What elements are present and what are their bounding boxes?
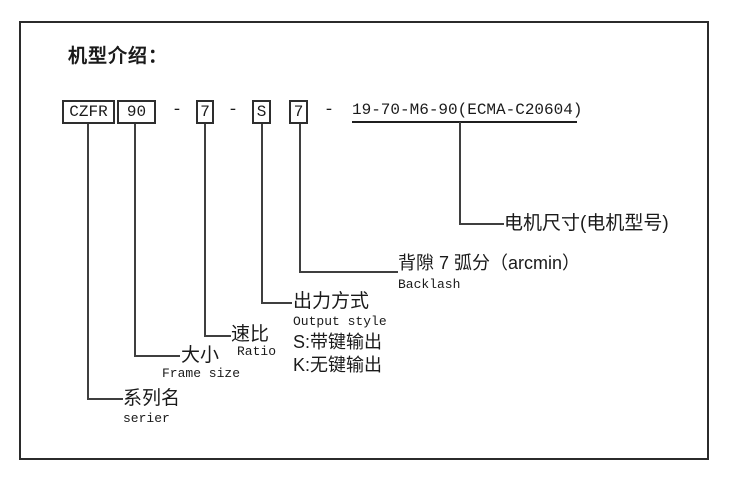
connector-backlash-vline [299, 124, 301, 273]
model-dash-1: - [171, 101, 183, 120]
model-box-backlash: 7 [289, 100, 308, 124]
output-style-label-en: Output style [293, 314, 387, 329]
connector-output-vline [261, 124, 263, 304]
model-dash-3: - [323, 101, 335, 120]
connector-frame-vline [134, 124, 136, 357]
motor-size-label-zh: 电机尺寸(电机型号) [504, 213, 669, 234]
model-box-series: CZFR [62, 100, 115, 124]
backlash-label-zh: 背隙 7 弧分（arcmin） [398, 253, 581, 273]
connector-frame-hline [134, 355, 180, 357]
motor-model-code: 19-70-M6-90(ECMA-C20604) [352, 100, 582, 123]
connector-ratio-hline [204, 335, 231, 337]
ratio-label-en: Ratio [237, 344, 277, 359]
ratio-label-zh: 速比 [231, 324, 270, 345]
connector-output-hline [261, 302, 292, 304]
backlash-label-en: Backlash [398, 277, 461, 292]
model-dash-2: - [227, 101, 239, 120]
connector-series-hline [87, 398, 123, 400]
connector-backlash-hline [299, 271, 398, 273]
output-style-option-k: K:无键输出 [293, 355, 383, 375]
frame-size-label-en: Frame size [162, 366, 241, 381]
page-title: 机型介绍： [68, 46, 169, 67]
model-box-frame: 90 [117, 100, 156, 124]
output-style-option-s: S:带键输出 [293, 332, 383, 352]
output-style-label-zh: 出力方式 [293, 291, 370, 312]
series-label-zh: 系列名 [123, 388, 181, 409]
model-box-output: S [252, 100, 271, 124]
frame-size-label-zh: 大小 [181, 345, 220, 366]
connector-series-vline [87, 124, 89, 400]
series-label-en: serier [123, 411, 170, 426]
connector-motor-vline [459, 122, 461, 225]
connector-motor-hline [459, 223, 504, 225]
connector-ratio-vline [204, 124, 206, 337]
model-box-ratio: 7 [196, 100, 214, 124]
